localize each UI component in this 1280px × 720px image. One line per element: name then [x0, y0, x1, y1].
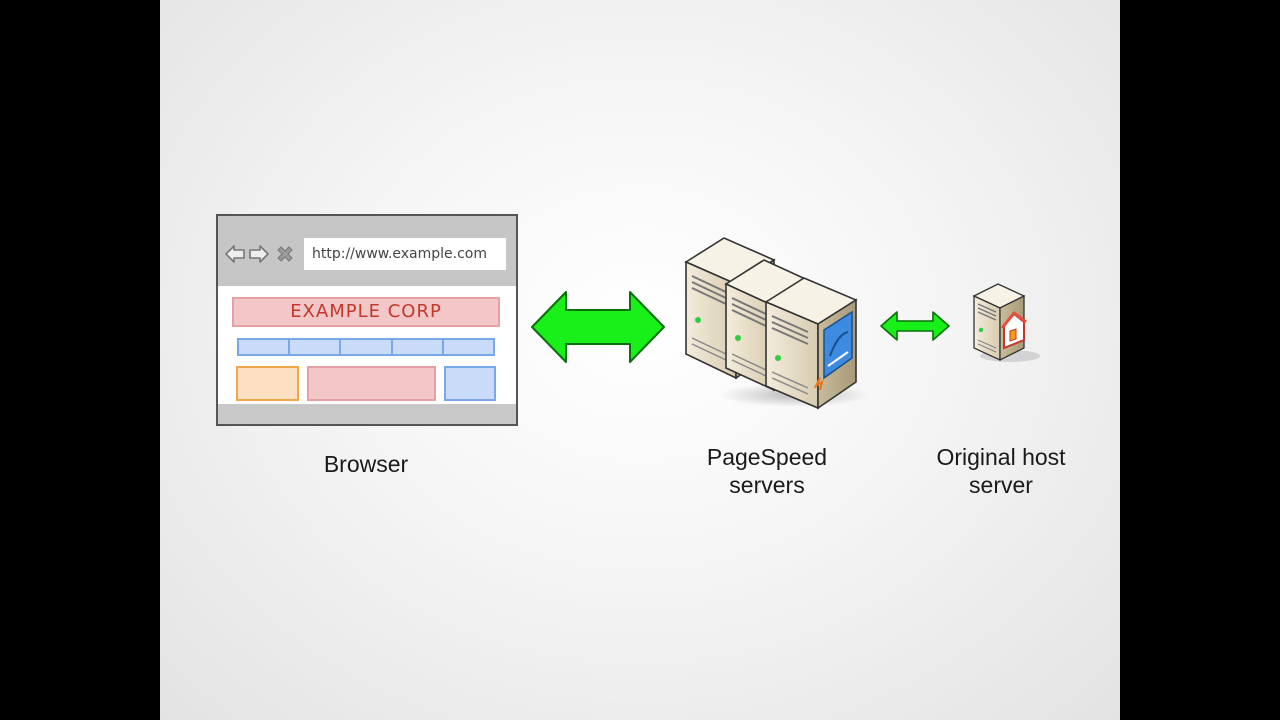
home-icon	[1000, 311, 1027, 350]
origin-label-line1: Original host	[936, 444, 1066, 470]
pagespeed-servers-icon	[684, 237, 870, 410]
nav-block	[393, 340, 444, 354]
content-block-blue	[444, 366, 496, 401]
page-nav-strip	[237, 338, 495, 356]
server-rack-icon	[764, 277, 858, 410]
browser-label-text: Browser	[323, 451, 409, 477]
page-banner: EXAMPLE CORP	[232, 297, 500, 327]
browser-window: http://www.example.com EXAMPLE CORP	[216, 214, 518, 426]
browser-toolbar: http://www.example.com	[218, 216, 516, 286]
diagram-slide: http://www.example.com EXAMPLE CORP Brow…	[160, 0, 1120, 720]
back-arrow-icon	[225, 245, 245, 263]
browser-label: Browser	[286, 450, 446, 478]
pagespeed-label-line2: servers	[729, 472, 805, 498]
nav-block	[444, 340, 493, 354]
origin-label-line2: server	[969, 472, 1033, 498]
origin-label: Original host server	[911, 443, 1091, 499]
origin-server-icon	[972, 283, 1040, 362]
browser-page-content: EXAMPLE CORP	[218, 286, 516, 404]
pagespeed-label-line1: PageSpeed	[706, 444, 828, 470]
nav-block	[290, 340, 342, 354]
content-block-red	[307, 366, 436, 401]
pagespeed-label: PageSpeed servers	[687, 443, 847, 499]
close-icon	[277, 246, 293, 262]
nav-block	[239, 340, 291, 354]
forward-arrow-icon	[249, 245, 269, 263]
url-bar: http://www.example.com	[304, 238, 506, 270]
nav-block	[341, 340, 393, 354]
pagespeed-gauge-icon	[813, 310, 853, 391]
double-arrow-pagespeed-origin	[880, 311, 950, 341]
double-arrow-browser-pagespeed	[531, 291, 665, 363]
content-block-orange	[236, 366, 299, 401]
